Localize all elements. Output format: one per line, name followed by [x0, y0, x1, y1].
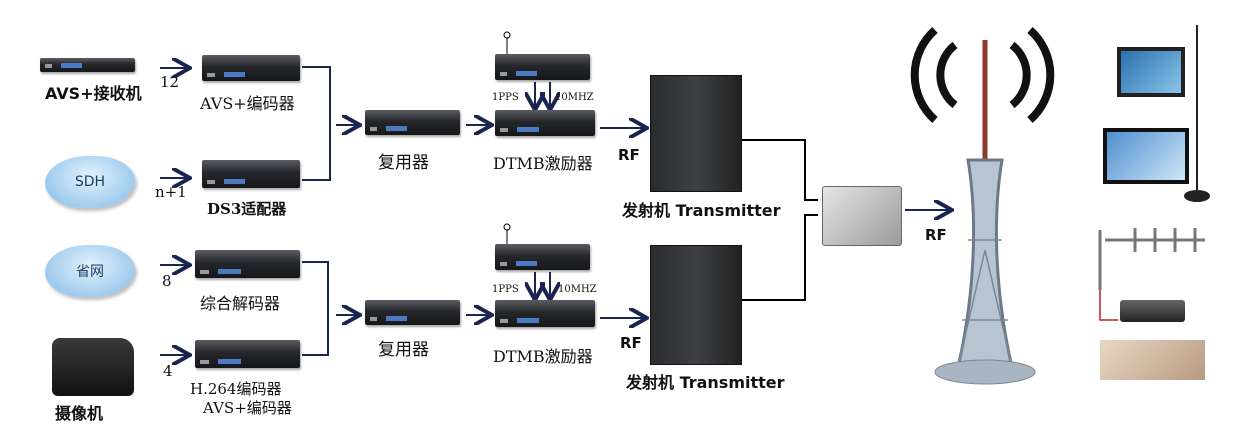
- camera-icon: [52, 338, 134, 396]
- dtmb-exciter-device-top: [495, 110, 595, 136]
- bracket-bottom: [302, 261, 329, 356]
- ds3-adapter-device: [202, 160, 300, 188]
- network-count: 8: [162, 272, 172, 290]
- mux-device-top: [365, 110, 460, 135]
- living-room-photo: [1100, 340, 1205, 380]
- rf-label-bottom: RF: [620, 334, 642, 352]
- camera-label: 摄像机: [55, 404, 104, 423]
- network-label: 省网: [76, 264, 104, 280]
- combiner-device: [822, 186, 902, 246]
- h264-encoder-device: [195, 340, 300, 368]
- sdh-count: n+1: [155, 183, 187, 201]
- rf-label-output: RF: [925, 226, 947, 244]
- pps-label-bottom: 1PPS: [492, 284, 519, 295]
- television-icon: [1103, 128, 1189, 184]
- transmitter-cabinet-top: [650, 75, 742, 192]
- mux-label-top: 复用器: [378, 153, 429, 173]
- mhz-label-top: 10MHZ: [555, 92, 594, 103]
- transmitter-label-top: 发射机 Transmitter: [622, 201, 781, 220]
- avs-encoder-device: [202, 55, 300, 81]
- dtmb-exciter-device-bottom: [495, 300, 595, 327]
- dtmb-exciter-label-top: DTMB激励器: [493, 154, 593, 173]
- avs-receiver-label: AVS+接收机: [45, 84, 142, 103]
- mux-label-bottom: 复用器: [378, 340, 429, 360]
- mhz-label-bottom: 10MHZ: [558, 284, 597, 295]
- sdh-cloud: SDH: [45, 156, 135, 208]
- decoder-label: 综合解码器: [200, 294, 281, 313]
- rf-label-top: RF: [618, 146, 640, 164]
- avs-encoder-label: AVS+编码器: [200, 94, 295, 113]
- line-tx2-combiner: [742, 214, 818, 301]
- yagi-antenna-icon: [1098, 228, 1205, 321]
- bracket-top: [302, 66, 331, 181]
- h264-encoder-label: H.264编码器: [190, 380, 282, 398]
- tower-icon: [910, 27, 1055, 385]
- decoder-device: [195, 250, 300, 278]
- mux-device-bottom: [365, 300, 460, 325]
- sdh-label: SDH: [74, 174, 106, 190]
- receiver-count: 12: [160, 73, 180, 91]
- ds3-adapter-label: DS3适配器: [207, 200, 287, 218]
- provincial-network-cloud: 省网: [45, 245, 135, 297]
- gps-clock-device-bottom: [495, 244, 590, 270]
- avs-encoder-label-bottom: AVS+编码器: [203, 399, 292, 417]
- computer-monitor-icon: [1117, 47, 1185, 97]
- avs-receiver-device: [40, 58, 135, 72]
- transmitter-cabinet-bottom: [650, 245, 742, 365]
- car-antenna-icon: [1184, 25, 1210, 202]
- dtmb-exciter-label-bottom: DTMB激励器: [493, 347, 593, 366]
- gps-clock-device-top: [495, 54, 590, 80]
- transmitter-label-bottom: 发射机 Transmitter: [626, 373, 785, 392]
- line-tx1-combiner: [742, 139, 818, 201]
- pps-label-top: 1PPS: [492, 92, 519, 103]
- set-top-box-icon: [1120, 300, 1185, 322]
- camera-count: 4: [163, 362, 173, 380]
